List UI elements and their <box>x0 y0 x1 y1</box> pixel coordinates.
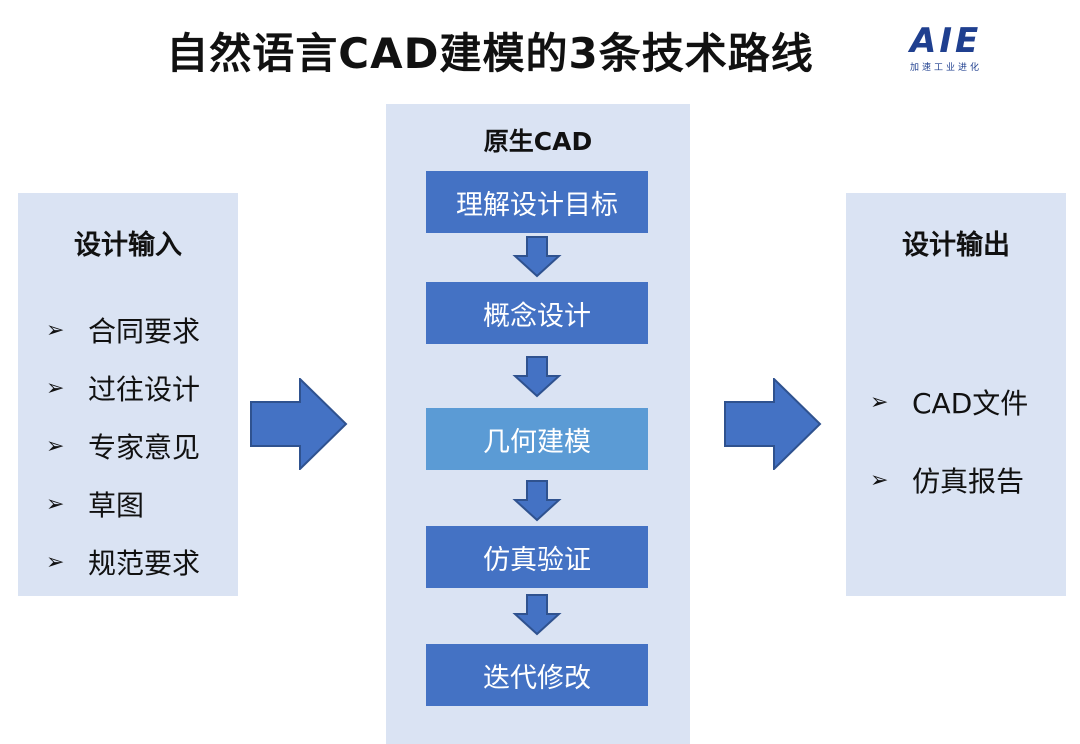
design-input-panel: 设计输入 ➢ 合同要求 ➢ 过往设计 ➢ 专家意见 ➢ 草图 ➢ 规范要求 <box>18 193 238 596</box>
list-item: ➢ 规范要求 <box>46 533 200 591</box>
bullet-arrow-icon: ➢ <box>46 317 65 343</box>
design-output-list: ➢ CAD文件 ➢ 仿真报告 <box>870 363 1028 519</box>
list-item-label: 草图 <box>88 489 145 522</box>
list-item: ➢ 专家意见 <box>46 417 200 475</box>
down-arrow-icon <box>512 480 562 522</box>
list-item: ➢ CAD文件 <box>870 363 1028 441</box>
list-item-label: 规范要求 <box>88 547 201 580</box>
design-output-heading: 设计输出 <box>902 230 1010 261</box>
right-arrow-icon <box>724 378 822 470</box>
bullet-arrow-icon: ➢ <box>870 467 889 493</box>
native-cad-panel: 原生CAD 理解设计目标 概念设计 几何建模 仿真验证 迭代修改 <box>386 104 690 744</box>
list-item: ➢ 草图 <box>46 475 200 533</box>
down-arrow-icon <box>512 356 562 398</box>
list-item: ➢ 过往设计 <box>46 359 200 417</box>
down-arrow-icon <box>512 594 562 636</box>
step-geometry-modeling: 几何建模 <box>426 408 648 470</box>
bullet-arrow-icon: ➢ <box>870 389 889 415</box>
bullet-arrow-icon: ➢ <box>46 433 65 459</box>
list-item-label: 仿真报告 <box>912 465 1025 498</box>
list-item: ➢ 合同要求 <box>46 301 200 359</box>
step-understand-goal: 理解设计目标 <box>426 171 648 233</box>
aie-logo: AIE 加速工业进化 <box>910 24 1010 73</box>
list-item-label: 合同要求 <box>88 315 201 348</box>
list-item-label: 过往设计 <box>88 373 201 406</box>
step-concept-design: 概念设计 <box>426 282 648 344</box>
design-input-heading: 设计输入 <box>74 230 182 261</box>
native-cad-heading: 原生CAD <box>483 127 593 156</box>
list-item-label: CAD文件 <box>912 387 1029 420</box>
list-item: ➢ 仿真报告 <box>870 441 1028 519</box>
bullet-arrow-icon: ➢ <box>46 375 65 401</box>
logo-wordmark: AIE <box>910 21 982 61</box>
design-output-panel: 设计输出 ➢ CAD文件 ➢ 仿真报告 <box>846 193 1066 596</box>
right-arrow-icon <box>250 378 348 470</box>
bullet-arrow-icon: ➢ <box>46 491 65 517</box>
step-iterative-revision: 迭代修改 <box>426 644 648 706</box>
bullet-arrow-icon: ➢ <box>46 549 65 575</box>
design-input-list: ➢ 合同要求 ➢ 过往设计 ➢ 专家意见 ➢ 草图 ➢ 规范要求 <box>46 301 200 591</box>
page-title: 自然语言CAD建模的3条技术路线 <box>166 29 814 78</box>
step-simulation-verification: 仿真验证 <box>426 526 648 588</box>
logo-tagline: 加速工业进化 <box>910 63 983 73</box>
down-arrow-icon <box>512 236 562 278</box>
list-item-label: 专家意见 <box>88 431 201 464</box>
